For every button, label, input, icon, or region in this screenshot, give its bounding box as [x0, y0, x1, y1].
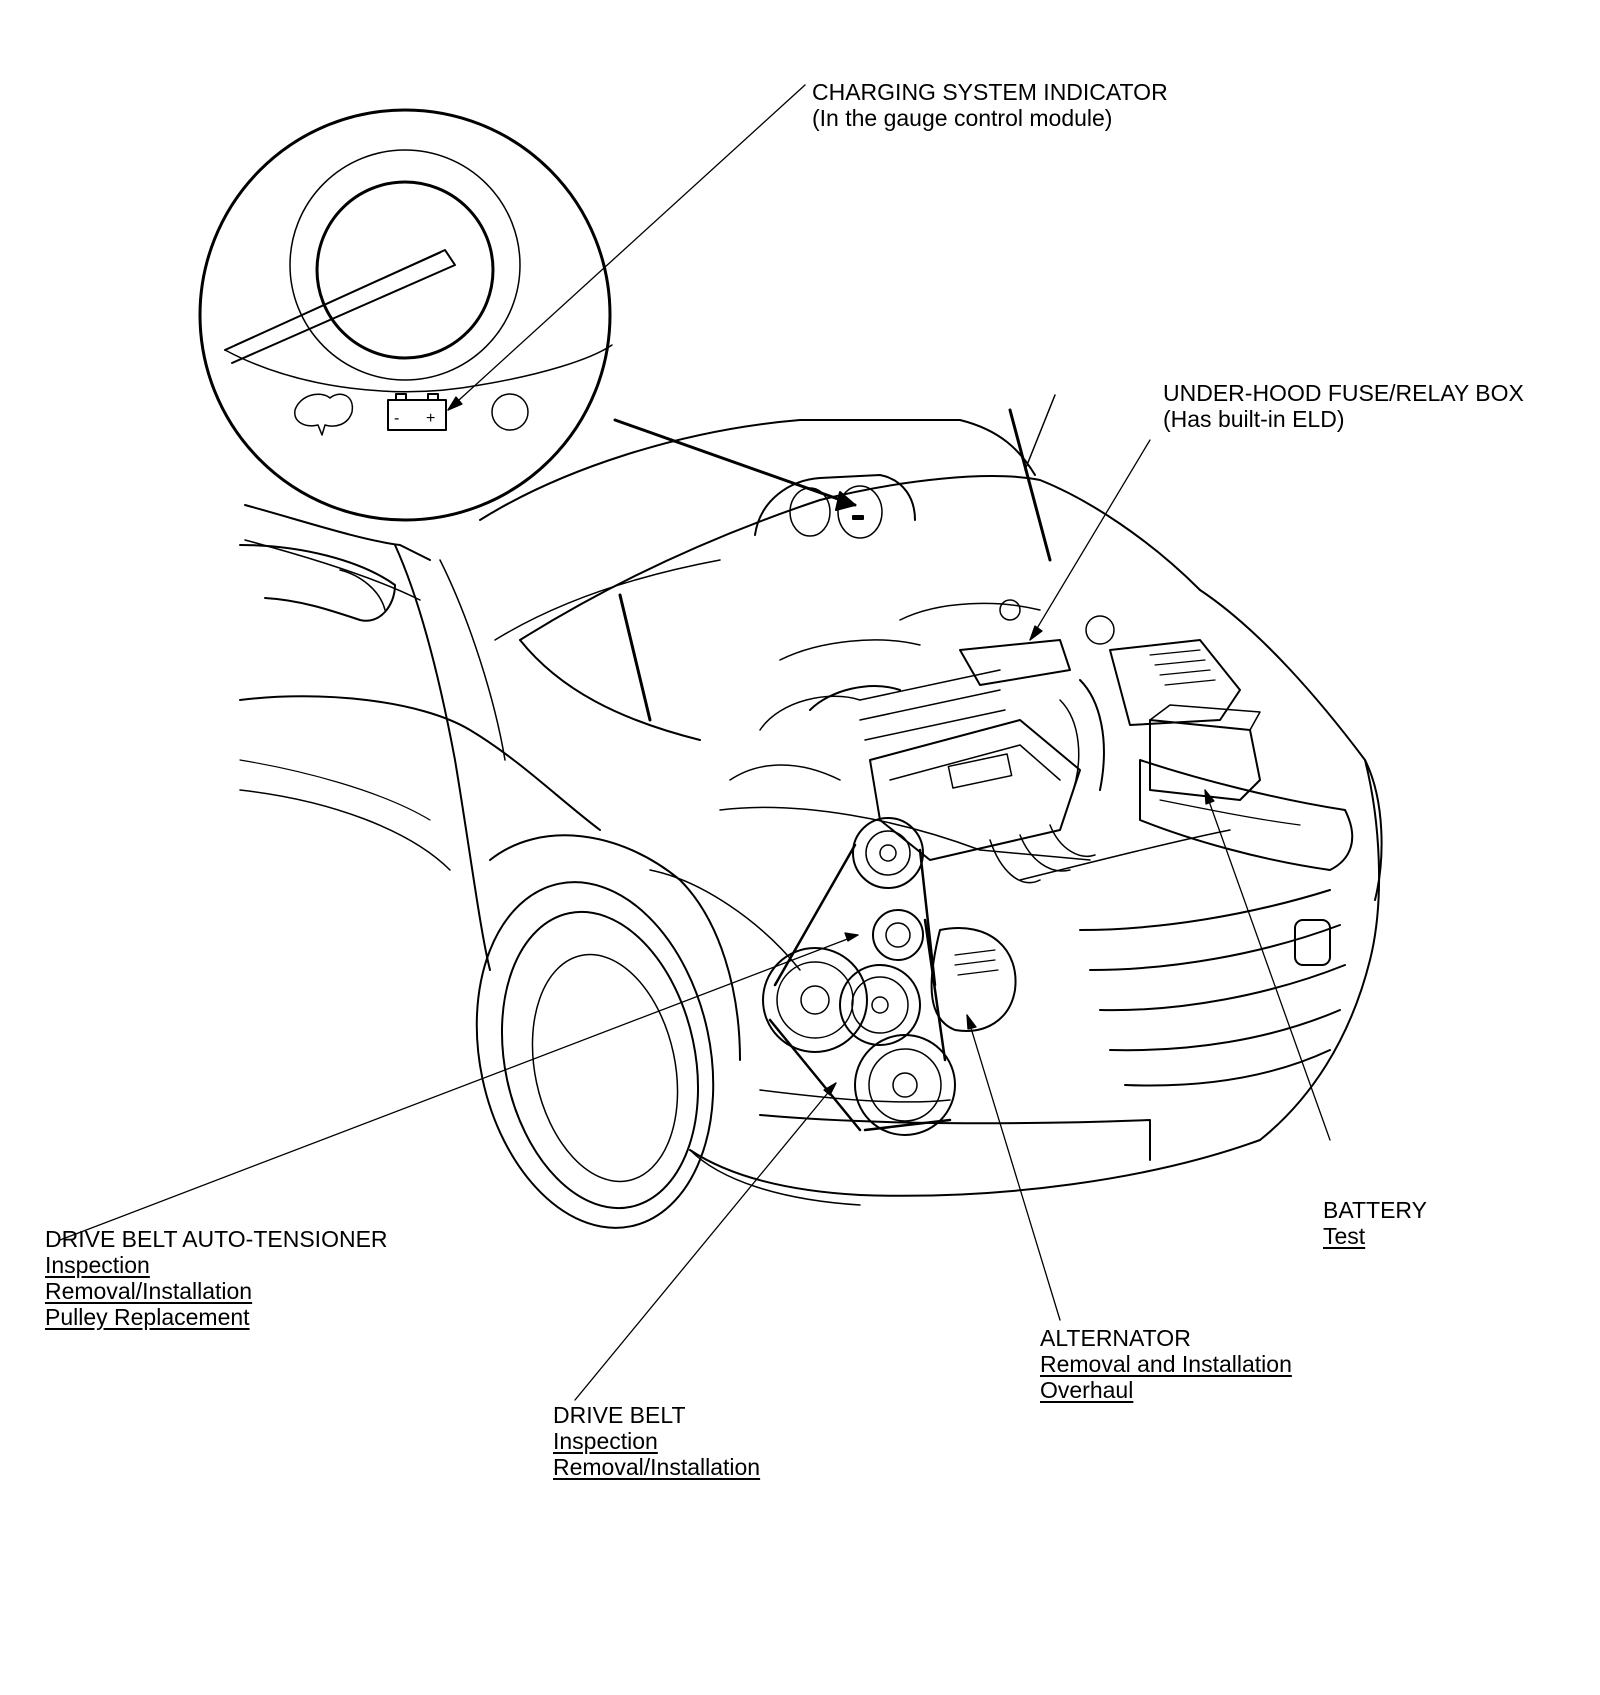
- inset-arrow: [613, 418, 857, 511]
- fuse-box-title: UNDER-HOOD FUSE/RELAY BOX: [1163, 380, 1524, 406]
- battery-title: BATTERY: [1323, 1197, 1427, 1223]
- drive-belt-inspection-link[interactable]: Inspection: [553, 1428, 658, 1454]
- car-body: [239, 394, 1383, 1206]
- callout-battery: BATTERY Test: [1323, 1197, 1427, 1249]
- callout-drive-belt: DRIVE BELT Inspection Removal/Installati…: [553, 1402, 760, 1480]
- charging-indicator-title: CHARGING SYSTEM INDICATOR: [812, 79, 1168, 105]
- callout-charging-indicator: CHARGING SYSTEM INDICATOR (In the gauge …: [812, 79, 1168, 131]
- auto-tensioner-pulley-link[interactable]: Pulley Replacement: [45, 1304, 250, 1330]
- battery-test-link[interactable]: Test: [1323, 1223, 1366, 1249]
- alternator-title: ALTERNATOR: [1040, 1325, 1191, 1351]
- auto-tensioner-removal-link[interactable]: Removal/Installation: [45, 1278, 253, 1304]
- callout-auto-tensioner: DRIVE BELT AUTO-TENSIONER Inspection Rem…: [45, 1226, 388, 1330]
- battery-plus-sign: +: [426, 410, 435, 427]
- drive-belt-removal-link[interactable]: Removal/Installation: [553, 1454, 761, 1480]
- fuse-box-subtitle: (Has built-in ELD): [1163, 406, 1345, 432]
- drive-belt-title: DRIVE BELT: [553, 1402, 686, 1428]
- leader-lines: [59, 84, 1331, 1401]
- alternator-overhaul-link[interactable]: Overhaul: [1040, 1377, 1134, 1403]
- battery-minus-sign: -: [394, 410, 399, 427]
- engine-bay: [719, 599, 1261, 884]
- front-wheel: [475, 881, 715, 1229]
- pulley-assembly: [762, 817, 1017, 1136]
- auto-tensioner-inspection-link[interactable]: Inspection: [45, 1252, 150, 1278]
- battery-warning-icon: [387, 393, 447, 431]
- callout-fuse-box: UNDER-HOOD FUSE/RELAY BOX (Has built-in …: [1163, 380, 1524, 432]
- dashboard-pod: [754, 474, 916, 539]
- alternator-removal-link[interactable]: Removal and Installation: [1040, 1351, 1292, 1377]
- gauge-inset: [198, 108, 613, 522]
- auto-tensioner-title: DRIVE BELT AUTO-TENSIONER: [45, 1226, 388, 1252]
- charging-indicator-subtitle: (In the gauge control module): [812, 105, 1113, 131]
- callout-alternator: ALTERNATOR Removal and Installation Over…: [1040, 1325, 1292, 1403]
